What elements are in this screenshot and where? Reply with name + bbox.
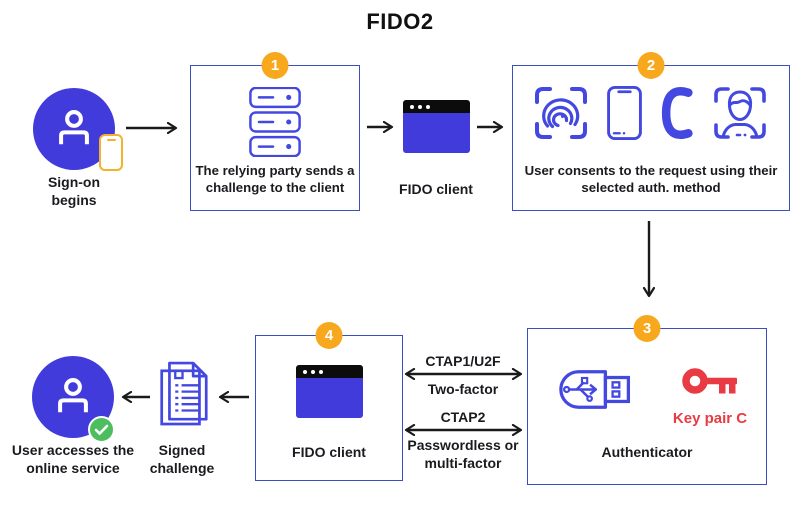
step2-consent-box: 2 [512,51,790,211]
ctap2-protocol-label: CTAP2 [440,409,486,425]
ctap1-mode-label: Two-factor [427,381,499,397]
step2-badge: 2 [637,51,665,79]
user-icon [59,110,89,145]
ctap2-mode-label: Passwordless or multi-factor [407,437,519,472]
document-icon [160,361,208,426]
browser-icon [403,100,470,153]
browser-dot [418,104,422,109]
fido-client-bottom-label: FIDO client [292,444,366,461]
step1-text: The relying party sends a challenge to t… [195,162,355,196]
phone-notch [106,139,116,142]
browser-dot [318,369,323,374]
browser-body [295,378,363,418]
signed-challenge-label: Signed challenge [149,442,215,477]
step1-relying-party-box: 1 The relying party sends a challenge to… [190,51,360,211]
key-pair-group: Key pair C [673,364,747,427]
step4-fido-client-box: 4 FIDO client [255,321,403,481]
browser-dot [426,104,430,109]
sign-on-label: Sign-on begins [47,174,101,209]
step3-authenticator-box: 3 Key [527,314,767,485]
browser-dot [302,369,307,374]
ctap1-protocol-label: CTAP1/U2F [425,353,501,369]
face-scan-icon [714,87,766,139]
authenticator-icons: Key pair C [547,359,747,427]
browser-titlebar [403,100,470,113]
key-pair-label: Key pair C [672,410,748,427]
mobile-phone-icon [607,85,642,141]
step2-text: User consents to the request using their… [524,162,778,196]
fido-client-top-label: FIDO client [399,181,473,197]
browser-icon [295,365,363,418]
fingerprint-scan-icon [535,87,587,139]
browser-body [403,113,470,153]
step4-badge: 4 [315,321,343,349]
server-icon [249,87,301,157]
smartphone-icon [99,134,123,171]
user-access-label: User accesses the online service [11,442,135,477]
step1-badge: 1 [261,51,289,79]
page-title: FIDO2 [366,9,434,34]
browser-dot [410,104,414,109]
usb-drive-icon [559,370,630,409]
browser-titlebar [295,365,363,378]
phone-handset-icon [661,87,693,139]
key-icon [682,368,737,394]
browser-dot [310,369,315,374]
authenticator-label: Authenticator [601,444,693,461]
check-icon [88,416,115,443]
step3-badge: 3 [633,314,661,342]
auth-method-icons [533,85,769,141]
user-icon [58,378,88,413]
